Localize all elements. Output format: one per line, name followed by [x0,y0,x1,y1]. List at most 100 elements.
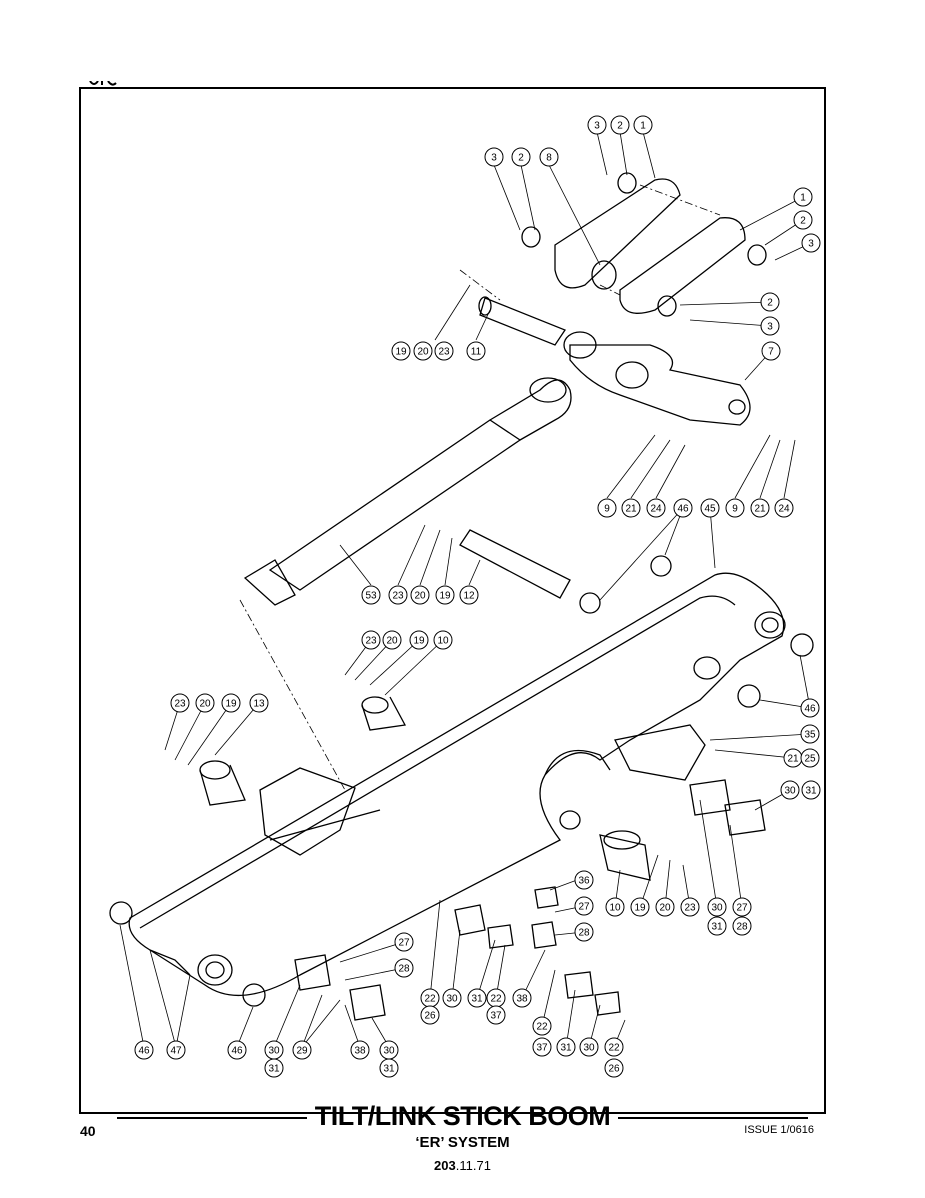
callout-circle [605,897,625,917]
callout-30: 30 [707,897,727,917]
callout-26: 26 [420,1005,440,1025]
callout-circle [512,988,532,1008]
callout-circle [442,988,462,1008]
callout-20: 20 [413,341,433,361]
callout-23: 23 [361,630,381,650]
callout-circle [801,233,821,253]
callout-circle [532,1037,552,1057]
callout-circle [413,341,433,361]
callout-label: 19 [439,591,451,602]
callout-24: 24 [774,498,794,518]
callout-2: 2 [511,147,531,167]
callout-circle [579,1037,599,1057]
callout-circle [433,630,453,650]
callout-45: 45 [700,498,720,518]
callout-circle [467,988,487,1008]
callout-29: 29 [292,1040,312,1060]
tilt-lever [569,344,751,426]
callout-circle [486,1005,506,1025]
callout-label: 22 [536,1022,548,1033]
callout-21: 21 [783,748,803,768]
callout-3: 3 [587,115,607,135]
diagram-subtitle: ‘ER’ SYSTEM [415,1134,510,1151]
callout-47: 47 [166,1040,186,1060]
callout-label: 38 [354,1046,366,1057]
callout-label: 31 [383,1064,395,1075]
callout-label: 23 [365,636,377,647]
callout-circle [394,958,414,978]
callout-28: 28 [394,958,414,978]
callout-30: 30 [442,988,462,1008]
callout-label: 19 [634,903,646,914]
callout-label: 23 [684,903,696,914]
callout-3: 3 [760,316,780,336]
callout-23: 23 [680,897,700,917]
callout-label: 21 [625,504,637,515]
callout-20: 20 [655,897,675,917]
callout-31: 31 [801,780,821,800]
callout-circle [610,115,630,135]
callout-circle [800,698,820,718]
callout-label: 30 [583,1043,595,1054]
callout-circle [587,115,607,135]
tilt-link-upper [554,178,681,289]
callout-label: 27 [736,903,748,914]
callout-37: 37 [486,1005,506,1025]
page-number: 40 [80,1123,96,1139]
callout-circle [484,147,504,167]
callout-label: 19 [225,699,237,710]
callout-circle [459,585,479,605]
callout-circle [166,1040,186,1060]
callout-30: 30 [264,1040,284,1060]
callout-circle [435,585,455,605]
callout-circle [793,210,813,230]
callout-label: 20 [386,636,398,647]
callout-label: 21 [754,504,766,515]
callout-label: 28 [578,928,590,939]
callout-label: 46 [804,704,816,715]
callout-circle [221,693,241,713]
callout-label: 35 [804,730,816,741]
callout-circle [382,630,402,650]
callout-19: 19 [409,630,429,650]
callout-20: 20 [382,630,402,650]
callout-circle [574,896,594,916]
callout-9: 9 [597,498,617,518]
callout-circle [800,724,820,744]
callout-27: 27 [574,896,594,916]
callout-2: 2 [793,210,813,230]
callout-label: 12 [463,591,475,602]
callout-circle [774,498,794,518]
callout-23: 23 [388,585,408,605]
callout-label: 37 [536,1043,548,1054]
callout-circle [732,897,752,917]
callout-30: 30 [379,1040,399,1060]
callout-20: 20 [195,693,215,713]
callout-circle [707,897,727,917]
footer-rule-left [117,1117,307,1119]
callout-label: 30 [784,786,796,797]
callout-30: 30 [579,1037,599,1057]
callout-31: 31 [379,1058,399,1078]
callout-label: 30 [711,903,723,914]
callout-circle [793,187,813,207]
callout-label: 29 [296,1046,308,1057]
callout-circle [532,1016,552,1036]
callout-label: 3 [767,322,773,333]
callout-circle [410,585,430,605]
callout-7: 7 [761,341,781,361]
callout-circle [361,630,381,650]
callout-label: 11 [471,347,482,358]
callout-46: 46 [800,698,820,718]
callout-10: 10 [433,630,453,650]
callout-circle [511,147,531,167]
callout-35: 35 [800,724,820,744]
callout-label: 1 [800,193,806,204]
callout-27: 27 [394,932,414,952]
callout-3: 3 [801,233,821,253]
callout-label: 46 [231,1046,243,1057]
callout-label: 10 [609,903,621,914]
callout-circle [760,292,780,312]
callout-31: 31 [556,1037,576,1057]
